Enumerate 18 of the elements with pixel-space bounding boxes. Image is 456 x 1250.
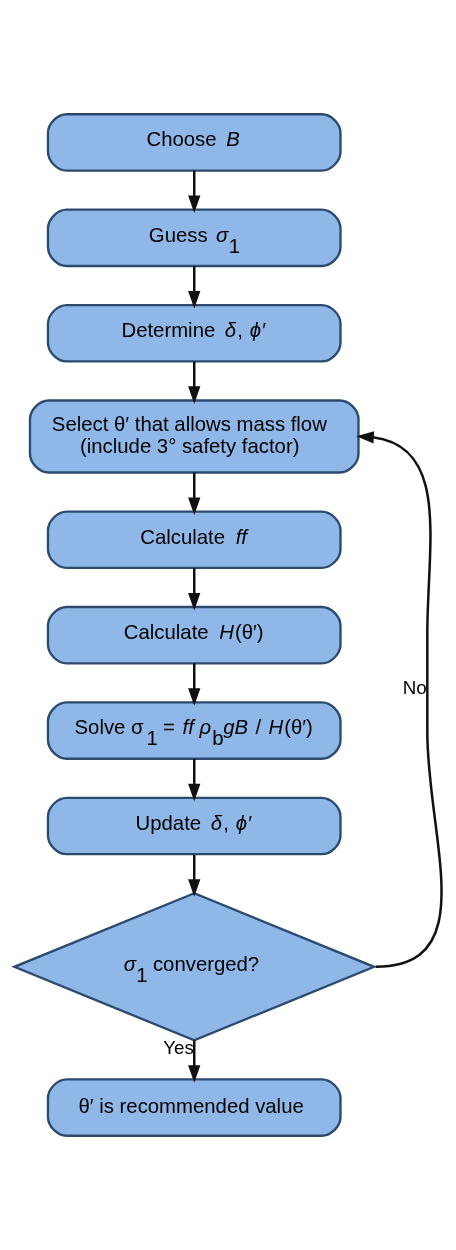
arrow: [188, 854, 201, 897]
node-box: Select θ′ that allows mass flow (include 3° safety factor): [28, 399, 360, 474]
node-box: Update δ, ϕ′: [46, 796, 342, 856]
arrow: [188, 266, 201, 309]
arrow: [188, 1040, 201, 1083]
node-box: Calculate ff: [46, 510, 342, 570]
edge-label: No: [402, 677, 427, 699]
node-box: Calculate H(θ′): [46, 605, 342, 665]
node-box: Determine δ, ϕ′: [46, 303, 342, 363]
arrow: [188, 663, 201, 706]
arrow: [188, 361, 201, 404]
arrow: [188, 170, 201, 214]
arrow: [188, 758, 201, 802]
arrow: [188, 568, 201, 611]
arrow: [356, 431, 443, 969]
arrow: [188, 472, 201, 516]
node-box: Choose B: [46, 113, 342, 172]
node-box: θ′ is recommended value: [46, 1078, 342, 1137]
